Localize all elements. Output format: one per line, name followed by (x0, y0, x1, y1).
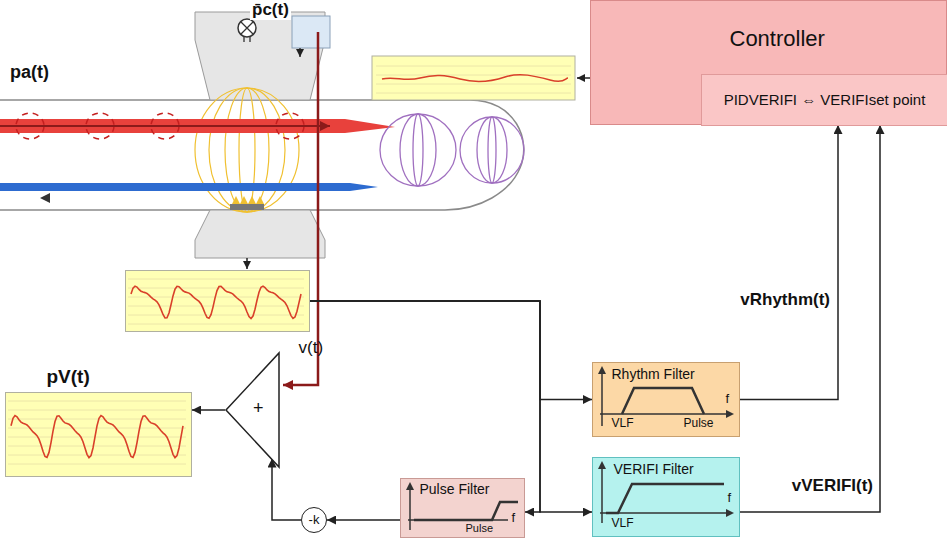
flow-arrow (40, 193, 50, 203)
verifi-filter-box: VERIFI FilterVLF f (592, 457, 740, 537)
gain-circle: -k (301, 507, 327, 533)
artery-flow (0, 125, 330, 127)
node-label: Pulse Filter (420, 481, 490, 497)
signal-name: p̄c(t) (250, 0, 291, 20)
axis-label: f (728, 491, 732, 506)
node-label: Rhythm Filter (612, 366, 695, 382)
axis-label: f (512, 511, 516, 526)
cuff-pressure-line (283, 32, 318, 385)
detector-output (246, 258, 248, 269)
axis-label: VLF (612, 417, 634, 431)
signal-name: vVERIFI(t) (790, 476, 875, 496)
signal-plot: pV(t) (5, 392, 192, 477)
finger-tube (0, 100, 524, 210)
axis-label: f (726, 392, 730, 407)
signal-connector (740, 125, 880, 512)
summing-amplifier: + (225, 352, 280, 468)
capillary-bed (380, 114, 524, 186)
rhythm-filter-box: Rhythm FilterVLF Pulsef (592, 362, 740, 437)
axis-label: Pulse (466, 522, 494, 535)
axis-label: Pulse (684, 417, 714, 431)
node-label: VERIFI Filter (614, 461, 694, 477)
node-graphic (125, 270, 310, 332)
lamp (238, 19, 256, 42)
triangle-outline (225, 352, 280, 468)
cuff-pressure-plot (372, 56, 575, 100)
node-label: -k (309, 513, 320, 528)
signal-connector (310, 301, 592, 400)
node-label: Controller (730, 26, 825, 51)
signal-plot: v(t) (125, 270, 310, 332)
clamp-bottom (195, 210, 325, 258)
node-label: pV(t) (47, 366, 90, 388)
vein (0, 183, 378, 191)
pressure-sensor (292, 16, 330, 57)
signal-name: pa(t) (10, 62, 49, 83)
signal-connector (272, 459, 301, 520)
node-graphic (5, 392, 192, 477)
node-label: PIDVERIFI ⇔ VERIFIset point (724, 91, 926, 108)
signal-name: vRhythm(t) (738, 290, 832, 310)
axis-label: VLF (612, 517, 634, 531)
controller-output (577, 77, 590, 79)
signal-connector (192, 409, 225, 411)
pid-setpoint-box: PIDVERIFI ⇔ VERIFIset point (701, 74, 947, 126)
pulse-filter-box: Pulse FilterPulse f (400, 478, 525, 538)
node-label: + (253, 398, 264, 419)
artery (0, 119, 395, 133)
signal-connector (740, 125, 838, 400)
controller-box: ControllerPIDVERIFI ⇔ VERIFIset point (590, 0, 947, 125)
light-field (195, 88, 299, 212)
node-label: v(t) (299, 338, 324, 358)
photodetector (230, 196, 264, 210)
signal-connector (327, 519, 400, 521)
